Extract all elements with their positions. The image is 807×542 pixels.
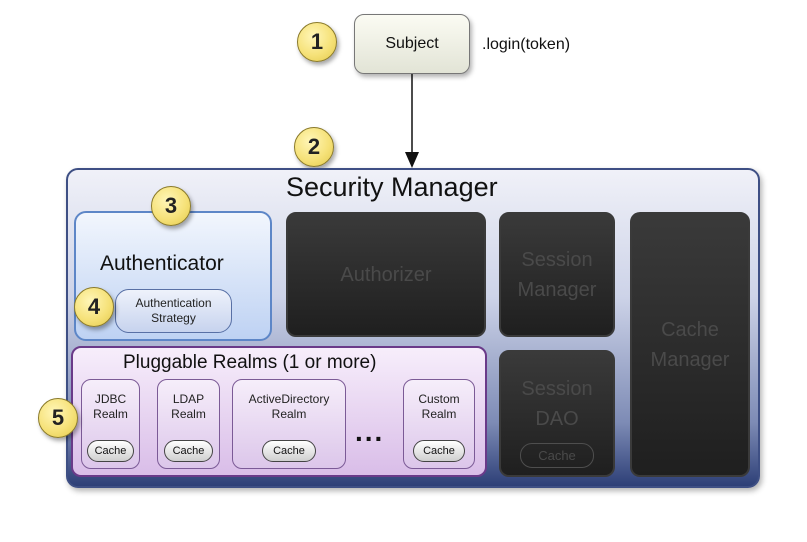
session-dao-cache: Cache (520, 443, 594, 468)
realm-jdbc-cache: Cache (87, 440, 134, 462)
realm-jdbc-line-1: JDBC (94, 392, 127, 406)
session-manager-box: Session Manager (499, 212, 615, 337)
subject-box: Subject (354, 14, 470, 74)
realm-activedirectory-cache-label: Cache (273, 445, 305, 457)
realm-custom-cache-label: Cache (423, 445, 455, 457)
session-dao-cache-label: Cache (538, 448, 576, 463)
subject-label: Subject (385, 35, 439, 52)
realm-activedirectory-line-1: ActiveDirectory (248, 392, 330, 406)
strategy-line-2: Strategy (151, 311, 196, 325)
realm-custom-cache: Cache (413, 440, 465, 462)
session-manager-line-2: Manager (517, 278, 597, 301)
realms-ellipsis: ... (355, 416, 385, 447)
step-badge-2: 2 (294, 127, 334, 167)
cache-manager-line-1: Cache (661, 318, 719, 341)
realm-activedirectory-cache: Cache (262, 440, 316, 462)
realm-activedirectory-line-2: Realm (271, 407, 307, 421)
authentication-strategy-box: Authentication Strategy (115, 289, 232, 333)
realm-ldap-line-1: LDAP (172, 392, 205, 406)
authorizer-label: Authorizer (340, 263, 432, 286)
authorizer-box: Authorizer (286, 212, 486, 337)
realm-jdbc-cache-label: Cache (94, 445, 127, 457)
step-badge-3: 3 (151, 186, 191, 226)
realm-custom-line-1: Custom (418, 392, 460, 406)
step-badge-4: 4 (74, 287, 114, 327)
session-manager-line-1: Session (521, 248, 593, 271)
authenticator-label: Authenticator (100, 252, 224, 275)
strategy-line-1: Authentication (135, 296, 212, 310)
cache-manager-line-2: Manager (650, 348, 730, 371)
login-call-label: .login(token) (482, 36, 571, 53)
pluggable-realms-title: Pluggable Realms (1 or more) (123, 352, 377, 373)
realm-jdbc-line-2: Realm (93, 407, 128, 421)
step-badge-5: 5 (38, 398, 78, 438)
session-dao-line-1: Session (521, 378, 593, 400)
step-badge-1: 1 (297, 22, 337, 62)
session-dao-box: Session DAO (499, 350, 615, 477)
realm-custom-line-2: Realm (421, 407, 457, 421)
arrow-subject-to-security-manager (405, 74, 419, 168)
realm-ldap-cache: Cache (164, 440, 213, 462)
realm-ldap-cache-label: Cache (172, 445, 205, 457)
security-manager-title: Security Manager (286, 172, 498, 202)
realm-ldap-line-2: Realm (171, 407, 206, 421)
session-dao-line-2: DAO (535, 408, 579, 430)
cache-manager-box: Cache Manager (630, 212, 750, 477)
